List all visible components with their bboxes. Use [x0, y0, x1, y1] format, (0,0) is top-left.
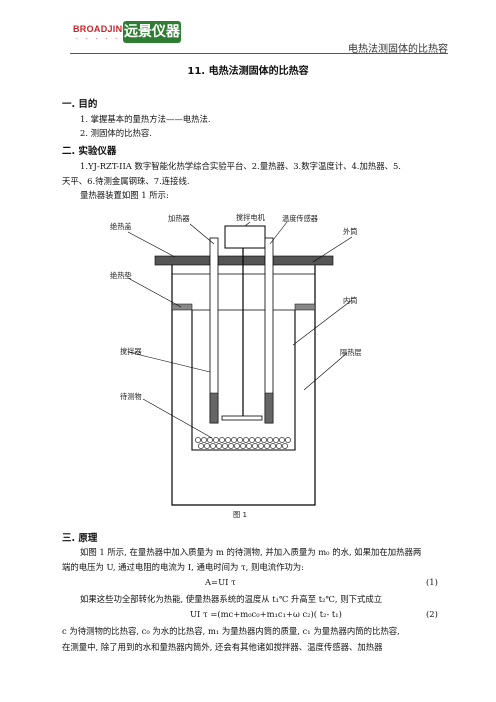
- steel-ball: [210, 443, 216, 449]
- steel-ball: [198, 443, 204, 449]
- principle-paragraph-line-1: 如图 1 所示, 在量热器中加入质量为 m 的待测物, 并加入质量为 m₀ 的水…: [80, 547, 422, 557]
- purpose-item-2: 2. 测固体的比热容.: [80, 128, 152, 138]
- steel-ball: [195, 437, 201, 443]
- label-insulating-pad: 绝热垫: [110, 271, 132, 280]
- label-sample: 待测物: [120, 392, 142, 401]
- label-heater: 加热器: [168, 214, 190, 223]
- brand-logo-cn: 远景仪器: [123, 21, 181, 43]
- label-stirrer: 搅拌器: [120, 347, 142, 356]
- steel-ball: [279, 437, 285, 443]
- steel-ball: [234, 443, 240, 449]
- principle-paragraph-line-5: 在测量中, 除了用到的水和量热器内筒外, 还会有其他诸如搅拌器、温度传感器、加热…: [62, 642, 383, 652]
- steel-ball: [222, 443, 228, 449]
- figure-caption: 图 1: [233, 510, 248, 519]
- label-insulation-layer: 隔热层: [340, 348, 362, 357]
- principle-paragraph-line-3: 如果这些功全部转化为热能, 使量热器系统的温度从 t₁℃ 升高至 t₂℃, 则下…: [80, 594, 383, 604]
- label-insulating-lid: 绝热盖: [110, 222, 132, 231]
- label-outer-cylinder: 外筒: [343, 227, 358, 236]
- instruments-line-2: 天平、6.待测金属钢珠、7.连接线.: [62, 176, 190, 186]
- steel-ball: [225, 437, 231, 443]
- steel-ball: [246, 443, 252, 449]
- steel-ball: [285, 437, 291, 443]
- header-divider: [70, 53, 448, 54]
- steel-ball: [264, 443, 270, 449]
- instruments-line-1: 1.YJ-RZT-IIA 数字智能化热学综合实验平台、2.量热器、3.数字温度计…: [80, 161, 401, 171]
- stirrer-paddle: [221, 415, 263, 421]
- insulating-lid: [154, 255, 334, 266]
- steel-ball: [243, 437, 249, 443]
- label-inner-cylinder: 内筒: [343, 296, 358, 305]
- equation-1: A=UI τ: [205, 577, 236, 587]
- steel-balls: [195, 437, 291, 449]
- steel-ball: [258, 443, 264, 449]
- brand-logo-text: BROADJING: [73, 24, 130, 34]
- insulating-pad-right: [294, 303, 316, 311]
- brand-logo-dots: · · · · · ·: [76, 36, 130, 43]
- steel-ball: [255, 437, 261, 443]
- label-temperature-sensor: 温度传感器: [282, 214, 318, 223]
- inner-cylinder: [191, 310, 296, 451]
- equation-1-number: (1): [426, 577, 438, 587]
- steel-ball: [216, 443, 222, 449]
- steel-ball: [276, 443, 282, 449]
- section-heading-principle: 三. 原理: [62, 533, 98, 544]
- document-title: 11. 电热法测固体的比热容: [187, 66, 309, 77]
- label-stirring-motor: 搅拌电机: [236, 213, 265, 222]
- equation-2-number: (2): [426, 609, 438, 619]
- principle-paragraph-line-2: 端的电压为 U, 通过电阻的电流为 I, 通电时间为 τ, 则电流作功为:: [62, 562, 305, 572]
- steel-ball: [252, 443, 258, 449]
- steel-ball: [219, 437, 225, 443]
- steel-ball: [228, 443, 234, 449]
- section-heading-purpose: 一. 目的: [62, 99, 98, 110]
- motor-box: [224, 225, 266, 249]
- outer-cylinder: [171, 265, 316, 506]
- section-heading-instruments: 二. 实验仪器: [62, 146, 117, 157]
- steel-ball: [282, 443, 288, 449]
- steel-ball: [204, 443, 210, 449]
- steel-ball: [270, 443, 276, 449]
- steel-ball: [249, 437, 255, 443]
- instruments-line-3: 量热器装置如图 1 所示:: [80, 190, 169, 200]
- equation-2: UI τ =(mc+m₀c₀+m₁c₁+ω c₂)( t₂- t₁): [190, 609, 342, 619]
- steel-ball: [213, 437, 219, 443]
- steel-ball: [273, 437, 279, 443]
- steel-ball: [207, 437, 213, 443]
- steel-ball: [237, 437, 243, 443]
- steel-ball: [201, 437, 207, 443]
- purpose-item-1: 1. 掌握基本的量热方法——电热法.: [80, 114, 211, 124]
- steel-ball: [231, 437, 237, 443]
- header-title: 电热法测固体的比热容: [348, 44, 448, 55]
- steel-ball: [261, 437, 267, 443]
- steel-ball: [267, 437, 273, 443]
- steel-ball: [240, 443, 246, 449]
- principle-paragraph-line-4: c 为待测物的比热容, c₀ 为水的比热容, m₁ 为量热器内筒的质量, c₁ …: [62, 626, 400, 636]
- insulating-pad-left: [171, 303, 193, 311]
